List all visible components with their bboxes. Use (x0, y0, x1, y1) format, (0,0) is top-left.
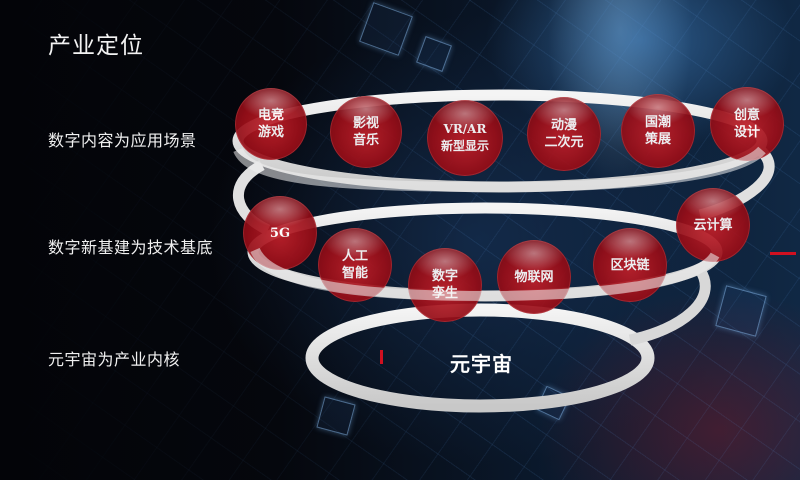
content-item-label: 国潮 策展 (644, 115, 671, 147)
content-item-label: 影视 音乐 (352, 116, 379, 148)
content-item-label: 动漫 二次元 (544, 118, 584, 150)
content-item-guochao[interactable]: 国潮 策展 (621, 94, 695, 168)
infra-item-digital-twin[interactable]: 数字 孪生 (408, 248, 482, 322)
infra-item-5g[interactable]: 5G (243, 196, 317, 270)
content-item-film-music[interactable]: 影视 音乐 (330, 96, 402, 168)
infra-item-label: 物联网 (514, 269, 554, 285)
content-item-label: VR/AR 新型显示 (440, 122, 489, 153)
content-item-label: 电竞 游戏 (257, 108, 284, 140)
infra-item-cloud-computing[interactable]: 云计算 (676, 188, 750, 262)
content-item-esports[interactable]: 电竞 游戏 (235, 88, 307, 160)
core-label-metaverse: 元宇宙 (450, 352, 513, 376)
infra-item-blockchain[interactable]: 区块链 (593, 228, 667, 302)
content-item-vr-ar[interactable]: VR/AR 新型显示 (427, 100, 503, 176)
infra-item-label: 区块链 (610, 257, 650, 273)
ring-core (305, 303, 655, 413)
infra-item-label: 云计算 (693, 217, 733, 233)
infra-item-label: 人工 智能 (341, 249, 368, 281)
infra-item-label: 5G (269, 225, 291, 241)
infra-item-ai[interactable]: 人工 智能 (318, 228, 392, 302)
row-label-core: 元宇宙为产业内核 (48, 350, 181, 369)
infra-item-label: 数字 孪生 (431, 269, 458, 301)
page-title: 产业定位 (48, 33, 144, 59)
infra-item-iot[interactable]: 物联网 (497, 240, 571, 314)
content-item-creative-design[interactable]: 创意 设计 (710, 87, 784, 161)
decor-red-mark (380, 350, 383, 364)
decor-red-mark (770, 252, 796, 255)
row-label-infrastructure: 数字新基建为技术基底 (48, 238, 214, 257)
content-item-label: 创意 设计 (733, 108, 760, 140)
content-item-anime[interactable]: 动漫 二次元 (527, 97, 601, 171)
row-label-content: 数字内容为应用场景 (48, 131, 197, 150)
